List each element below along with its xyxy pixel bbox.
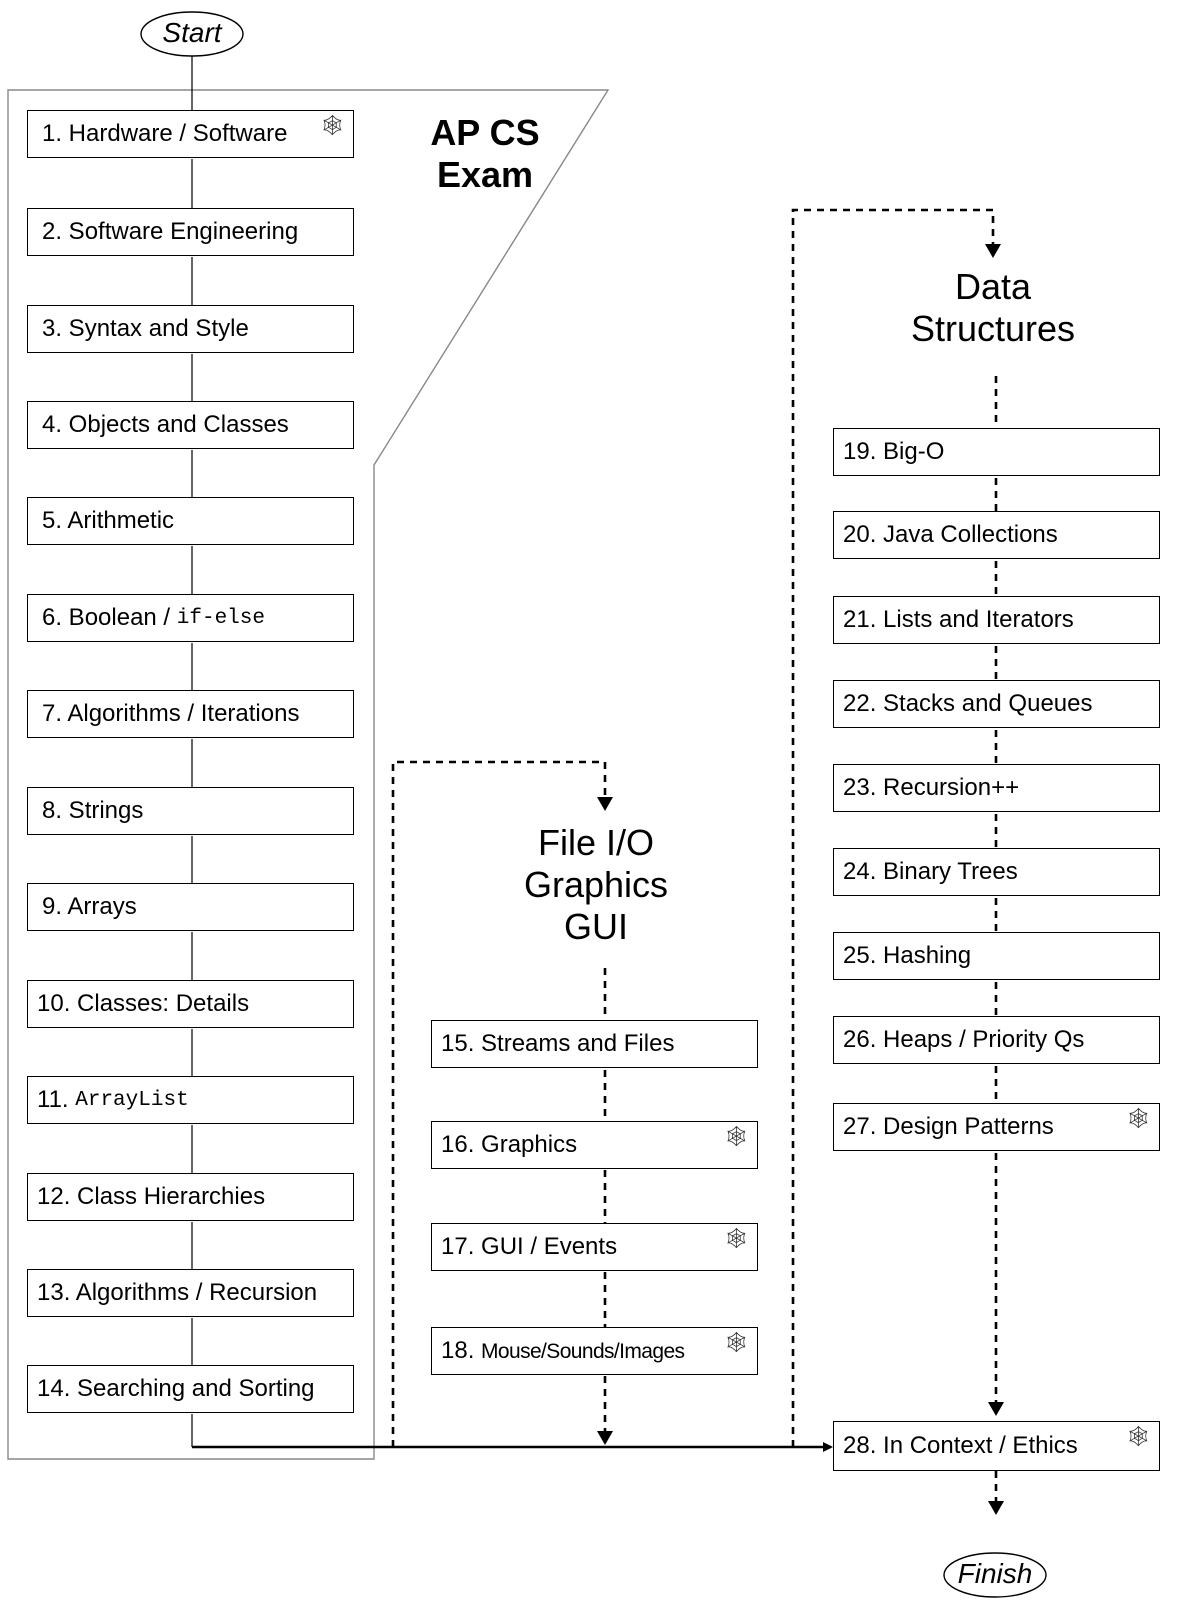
spider-web-icon: 🕸: [723, 1228, 749, 1250]
chapter-label: 20. Java Collections: [843, 521, 1058, 548]
spider-web-icon: 🕸: [1125, 1426, 1151, 1448]
chapter-label: 16. Graphics: [441, 1131, 578, 1158]
chapter-box-20[interactable]: 20. Java Collections: [833, 511, 1160, 559]
arrowhead: [985, 244, 1001, 258]
io-branch-connectors: [391, 760, 607, 1447]
io-heading-line3: GUI: [563, 906, 628, 947]
chapter-label: 2. Software Engineering: [42, 218, 299, 245]
chapter-label: 19. Big-O: [843, 438, 945, 465]
io-heading-line2: Graphics: [523, 864, 669, 905]
chapter-label: 23. Recursion++: [843, 774, 1020, 801]
chapter-label: 3. Syntax and Style: [42, 315, 249, 342]
chapter-box-14[interactable]: 14. Searching and Sorting: [27, 1365, 354, 1413]
ap-exam-line2: Exam: [436, 154, 534, 195]
chapter-box-23[interactable]: 23. Recursion++: [833, 764, 1160, 812]
spider-web-icon: 🕸: [319, 115, 345, 137]
chapter-code: if-else: [176, 606, 265, 630]
chapter-box-16[interactable]: 16. Graphics 🕸: [431, 1121, 758, 1169]
chapter-box-15[interactable]: 15. Streams and Files: [431, 1020, 758, 1068]
chapter-box-2[interactable]: 2. Software Engineering: [27, 208, 354, 256]
io-heading-line1: File I/O: [537, 822, 654, 863]
chapter-box-26[interactable]: 26. Heaps / Priority Qs: [833, 1016, 1160, 1064]
chapter-box-11[interactable]: 11. ArrayList: [27, 1076, 354, 1124]
chapter-box-1[interactable]: 1. Hardware / Software 🕸: [27, 110, 354, 158]
chapter-box-21[interactable]: 21. Lists and Iterators: [833, 596, 1160, 644]
ds-branch-connectors: [791, 208, 998, 1505]
chapter-box-3[interactable]: 3. Syntax and Style: [27, 305, 354, 353]
chapter-code: ArrayList: [75, 1088, 189, 1112]
chapter-box-28[interactable]: 28. In Context / Ethics 🕸: [833, 1421, 1160, 1471]
ap-exam-heading: AP CS Exam: [410, 112, 560, 196]
chapter-label: 13. Algorithms / Recursion: [37, 1279, 318, 1306]
chapter-label: 7. Algorithms / Iterations: [42, 700, 300, 727]
ds-heading-line2: Structures: [910, 308, 1076, 349]
chapter-box-13[interactable]: 13. Algorithms / Recursion: [27, 1269, 354, 1317]
finish-label: Finish: [957, 1558, 1033, 1589]
chapter-box-12[interactable]: 12. Class Hierarchies: [27, 1173, 354, 1221]
chapter-label: 1. Hardware / Software: [42, 120, 288, 147]
chapter-box-25[interactable]: 25. Hashing: [833, 932, 1160, 980]
spider-web-icon: 🕸: [723, 1332, 749, 1354]
chapter-box-8[interactable]: 8. Strings: [27, 787, 354, 835]
spider-web-icon: 🕸: [1125, 1108, 1151, 1130]
chapter-box-19[interactable]: 19. Big-O: [833, 428, 1160, 476]
chapter-box-22[interactable]: 22. Stacks and Queues: [833, 680, 1160, 728]
chapter-box-7[interactable]: 7. Algorithms / Iterations: [27, 690, 354, 738]
ap-exam-region: [7, 89, 610, 1460]
chapter-label: 6. Boolean /: [42, 604, 177, 631]
chapter-box-6[interactable]: 6. Boolean / if-else: [27, 594, 354, 642]
chapter-label: 11.: [37, 1086, 76, 1113]
spider-web-icon: 🕸: [723, 1126, 749, 1148]
ds-group-heading: Data Structures: [875, 266, 1111, 350]
chapter-label: 25. Hashing: [843, 942, 972, 969]
io-group-heading: File I/O Graphics GUI: [480, 822, 712, 948]
chapter-box-4[interactable]: 4. Objects and Classes: [27, 401, 354, 449]
chapter-label: 8. Strings: [42, 797, 144, 824]
chapter-label: 15. Streams and Files: [441, 1030, 675, 1057]
chapter-box-10[interactable]: 10. Classes: Details: [27, 980, 354, 1028]
chapter-label: 24. Binary Trees: [843, 858, 1018, 885]
arrowhead: [597, 1431, 613, 1445]
ap-exam-line1: AP CS: [430, 112, 540, 153]
finish-oval: [943, 1552, 1047, 1598]
arrowhead: [988, 1402, 1004, 1416]
chapter-box-24[interactable]: 24. Binary Trees: [833, 848, 1160, 896]
ds-heading-line1: Data: [954, 266, 1032, 307]
chapter-box-9[interactable]: 9. Arrays: [27, 883, 354, 931]
chapter-label-narrow: Mouse/Sounds/Images: [481, 1339, 685, 1363]
chapter-label: 21. Lists and Iterators: [843, 606, 1074, 633]
chapter-box-27[interactable]: 27. Design Patterns 🕸: [833, 1103, 1160, 1151]
chapter-box-5[interactable]: 5. Arithmetic: [27, 497, 354, 545]
chapter-label: 28. In Context / Ethics: [843, 1432, 1078, 1459]
chapter-label: 12. Class Hierarchies: [37, 1183, 266, 1210]
arrowhead: [988, 1501, 1004, 1515]
chapter-label: 9. Arrays: [42, 893, 137, 920]
chapter-box-18[interactable]: 18. Mouse/Sounds/Images 🕸: [431, 1327, 758, 1375]
chapter-label: 18.: [441, 1337, 482, 1364]
chapter-label: 5. Arithmetic: [42, 507, 175, 534]
chapter-label: 4. Objects and Classes: [42, 411, 289, 438]
chapter-box-17[interactable]: 17. GUI / Events 🕸: [431, 1223, 758, 1271]
chapter-label: 17. GUI / Events: [441, 1233, 618, 1260]
start-label: Start: [162, 17, 222, 48]
chapter-label: 22. Stacks and Queues: [843, 690, 1093, 717]
chapter-label: 10. Classes: Details: [37, 990, 250, 1017]
arrowhead: [597, 797, 613, 811]
chapter-label: 26. Heaps / Priority Qs: [843, 1026, 1085, 1053]
chapter-label: 14. Searching and Sorting: [37, 1375, 315, 1402]
chapter-label: 27. Design Patterns: [843, 1113, 1054, 1140]
